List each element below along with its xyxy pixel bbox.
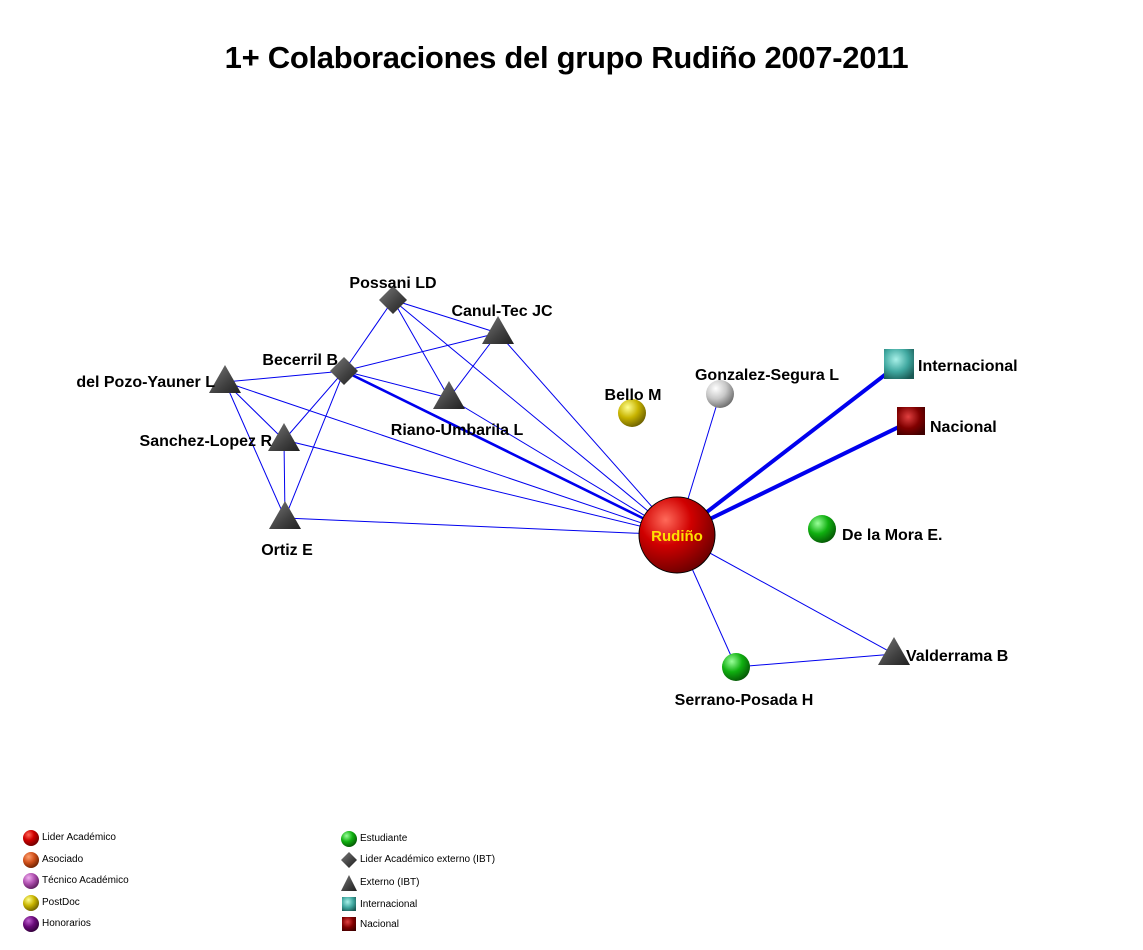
node-label-ortiz: Ortiz E xyxy=(261,542,313,559)
node-label-bello: Bello M xyxy=(605,387,662,404)
edge-possani-riano xyxy=(392,299,450,399)
node-delamora-sphere-icon xyxy=(808,515,836,543)
node-label-valderrama: Valderrama B xyxy=(906,648,1008,665)
edge-rudino-ortiz xyxy=(284,517,678,536)
node-sanchez: Sanchez-Lopez R xyxy=(140,423,300,451)
edge-rudino-canul xyxy=(497,332,678,536)
node-label-possani: Possani LD xyxy=(349,275,436,292)
legend-green-sphere-icon xyxy=(341,831,357,847)
node-ortiz: Ortiz E xyxy=(261,501,313,559)
node-rudino: Rudiño xyxy=(638,496,716,574)
legend-label: Nacional xyxy=(360,919,399,930)
legend-pink-sphere-icon xyxy=(23,873,39,889)
legend-orange-sphere-icon xyxy=(23,852,39,868)
node-riano: Riano-Umbarila L xyxy=(391,381,524,439)
legend-teal-square-icon xyxy=(342,897,356,911)
network-graph: Rudiño Possani LD Becerril B Canul-Tec JC de… xyxy=(76,275,1017,709)
node-label-internacional: Internacional xyxy=(918,358,1018,375)
edge-rudino-delpozo xyxy=(224,381,678,536)
node-label-serrano: Serrano-Posada H xyxy=(675,692,814,709)
node-nacional-square-icon xyxy=(897,407,925,435)
legend-diamond-icon xyxy=(341,852,357,868)
node-label-riano: Riano-Umbarila L xyxy=(391,422,524,439)
edge-rudino-possani xyxy=(392,299,678,536)
node-delpozo: del Pozo-Yauner L xyxy=(76,365,241,393)
node-canul-triangle-icon xyxy=(482,316,514,344)
legend-label: Lider Académico externo (IBT) xyxy=(360,854,496,865)
node-valderrama-triangle-icon xyxy=(878,637,910,665)
edge-becerril-delpozo xyxy=(224,370,345,383)
edge-becerril-canul xyxy=(343,332,499,372)
legend-label: Externo (IBT) xyxy=(360,877,420,888)
diagram-title: 1+ Colaboraciones del grupo Rudiño 2007-… xyxy=(224,40,909,75)
node-serrano: Serrano-Posada H xyxy=(675,653,814,709)
node-delpozo-triangle-icon xyxy=(209,365,241,393)
node-label-delpozo: del Pozo-Yauner L xyxy=(76,374,215,391)
node-gonzalez: Gonzalez-Segura L xyxy=(695,367,839,408)
legend-label: Asociado xyxy=(42,854,84,865)
legend-triangle-icon xyxy=(341,875,357,891)
node-gonzalez-sphere-icon xyxy=(706,380,734,408)
legend-label: Lider Académico xyxy=(42,832,116,843)
edge-becerril-sanchez xyxy=(283,370,345,441)
edges-layer xyxy=(224,299,912,668)
node-label-delamora: De la Mora E. xyxy=(842,527,942,544)
node-delamora: De la Mora E. xyxy=(808,515,942,544)
nodes-layer: Rudiño Possani LD Becerril B Canul-Tec JC de… xyxy=(76,275,1017,709)
legend-label: Estudiante xyxy=(360,833,408,844)
edge-rudino-valderrama xyxy=(676,534,895,655)
legend-yellow-sphere-icon xyxy=(23,895,39,911)
legend-label: PostDoc xyxy=(42,897,80,908)
edge-delpozo-ortiz xyxy=(224,381,286,519)
node-canul: Canul-Tec JC xyxy=(451,303,553,344)
node-sanchez-triangle-icon xyxy=(268,423,300,451)
edge-rudino-internacional xyxy=(675,362,901,537)
edge-rudino-becerril xyxy=(343,369,678,537)
node-riano-triangle-icon xyxy=(433,381,465,409)
node-bello: Bello M xyxy=(605,387,662,427)
legend-label: Técnico Académico xyxy=(42,875,129,886)
edge-becerril-ortiz xyxy=(284,370,345,519)
node-label-gonzalez: Gonzalez-Segura L xyxy=(695,367,839,384)
legend-label: Internacional xyxy=(360,899,418,910)
legend-purple-sphere-icon xyxy=(23,916,39,932)
node-serrano-sphere-icon xyxy=(722,653,750,681)
node-label-nacional: Nacional xyxy=(930,419,997,436)
edge-rudino-nacional xyxy=(676,419,912,537)
node-label-canul: Canul-Tec JC xyxy=(451,303,553,320)
node-becerril: Becerril B xyxy=(262,352,358,385)
node-possani: Possani LD xyxy=(349,275,437,314)
node-bello-sphere-icon xyxy=(618,399,646,427)
edge-rudino-riano xyxy=(448,397,678,536)
node-label-becerril: Becerril B xyxy=(262,352,338,369)
node-label-rudino: Rudiño xyxy=(651,528,703,545)
edge-serrano-valderrama xyxy=(735,653,895,668)
edge-becerril-riano xyxy=(343,370,450,399)
node-internacional-square-icon xyxy=(884,349,914,379)
edge-possani-canul xyxy=(392,299,499,334)
node-rudino-sphere-icon xyxy=(638,496,716,574)
node-possani-diamond-icon xyxy=(379,286,407,314)
node-becerril-diamond-icon xyxy=(330,357,358,385)
node-valderrama: Valderrama B xyxy=(878,637,1008,665)
legend-label: Honorarios xyxy=(42,918,91,929)
legend-maroon-square-icon xyxy=(342,917,356,931)
node-internacional: Internacional xyxy=(884,349,1018,379)
legend-red-sphere-icon xyxy=(23,830,39,846)
node-ortiz-triangle-icon xyxy=(269,501,301,529)
edge-rudino-sanchez xyxy=(283,439,678,536)
node-label-sanchez: Sanchez-Lopez R xyxy=(140,433,273,450)
node-nacional: Nacional xyxy=(897,407,997,436)
edge-possani-becerril xyxy=(343,299,394,372)
